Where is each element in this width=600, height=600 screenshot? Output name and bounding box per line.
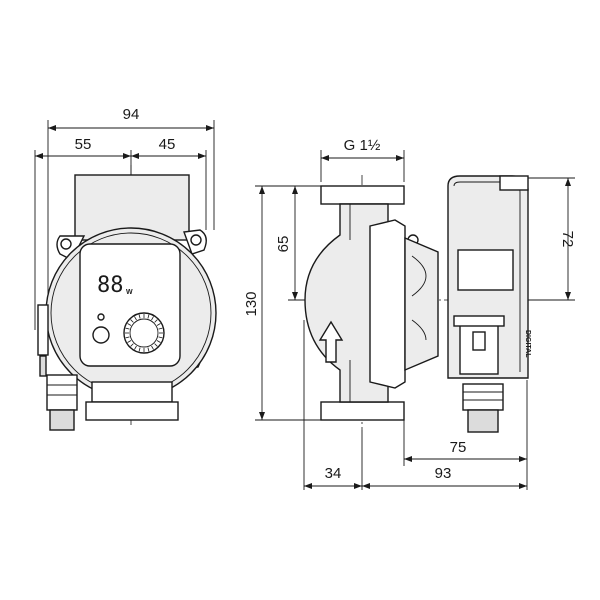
knob-tick [138,347,141,352]
side-view: G 1½ 130 65 72 [243,137,576,490]
knob-tick [154,343,158,347]
side-marking-label: DIGITAL [524,330,531,358]
screw-right-top [190,234,202,246]
knob-tick [147,314,150,319]
knob-tick [134,316,137,321]
led-display: 88 [97,273,124,298]
plug-body [46,374,78,411]
dim-label-72: 72 [559,231,576,248]
side-plug-latch [472,331,486,351]
pump-flange [85,401,179,421]
pump-base [91,381,173,403]
knob-tick [134,345,137,350]
knob-tick [156,323,161,326]
dim-label-75: 75 [450,439,467,456]
knob-tick [147,347,150,352]
dim-label-55: 55 [75,136,92,153]
led-unit: W [126,289,133,296]
push-button[interactable] [92,326,110,344]
motor-rib [411,319,427,341]
knob-tick [130,319,134,323]
dim-label-130: 130 [243,291,260,316]
dim-label-65: 65 [275,236,292,253]
head-panel [457,249,514,291]
knob-scale [125,314,163,352]
knob-tick [158,336,163,339]
dim-label-93: 93 [435,465,452,482]
screw-left-top [60,238,72,250]
dim-label-thread: G 1½ [344,137,381,154]
dim-label-45: 45 [159,136,176,153]
plug-connector [49,409,75,431]
bottom-flange [320,401,405,421]
knob-tick [138,314,141,319]
side-plug-collar [453,315,505,327]
top-flange [320,185,405,205]
knob-tick [158,327,163,330]
knob-tick [151,345,154,350]
cable-gland [37,304,49,356]
flow-arrow-icon [318,320,344,363]
knob-tick [125,327,130,330]
knob-tick [125,336,130,339]
cable-gland-side [462,383,504,411]
knob-tick [151,316,154,321]
knob-tick [130,343,134,347]
cable-end-side [467,409,499,433]
head-clip [499,175,529,191]
indicator-led [97,313,105,321]
dim-label-34: 34 [325,465,342,482]
knob-tick [154,319,158,323]
knob-tick [127,323,132,326]
cable-end [39,355,47,377]
knob-tick [127,340,132,343]
front-view: 94 55 45 88 W [34,106,217,431]
motor-rib [411,255,427,297]
motor-clamp [369,219,406,389]
rotary-knob-inner [129,318,159,348]
motor-stator [404,236,439,372]
knob-tick [156,340,161,343]
dim-label-94: 94 [123,106,140,123]
